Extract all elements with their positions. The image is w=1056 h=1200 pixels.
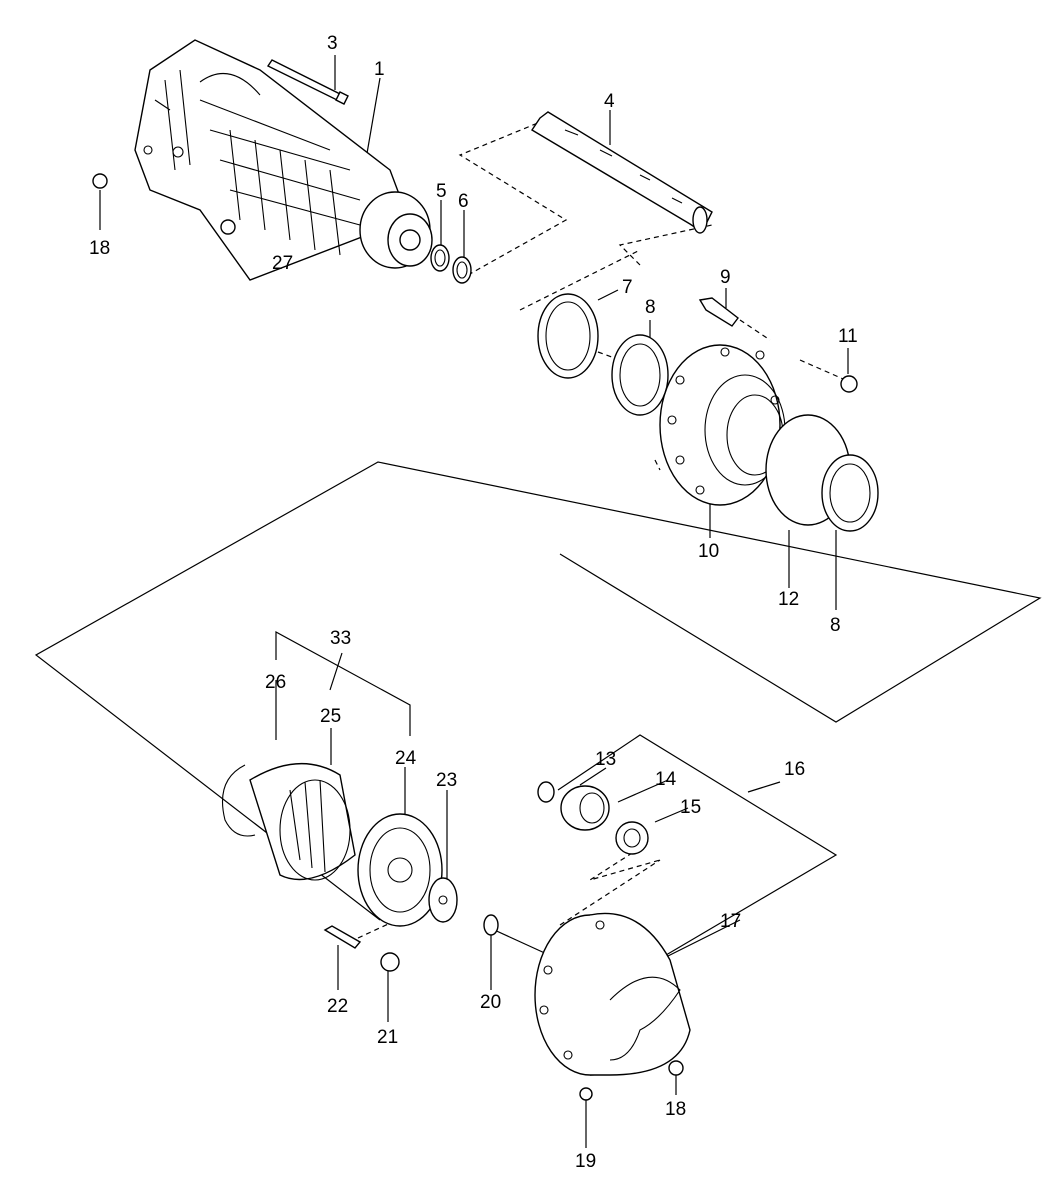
- nut-18-27-upper: [92, 173, 236, 235]
- planet-gear-14: [560, 785, 610, 831]
- callout-17: 17: [720, 911, 741, 932]
- callout-3: 3: [327, 33, 338, 54]
- wheel-hub-17: [534, 912, 691, 1076]
- axle-housing: [134, 39, 433, 281]
- bearing-8-lower: [821, 454, 879, 532]
- washer-20: [483, 914, 499, 936]
- callout-15: 15: [680, 797, 701, 818]
- nut-18-19-lower: [579, 1060, 684, 1101]
- nut-11: [840, 375, 858, 393]
- plate-23: [428, 877, 458, 923]
- snap-ring-26: [221, 764, 256, 837]
- bearing-15: [615, 821, 649, 855]
- callout-18-lower: 18: [665, 1099, 686, 1120]
- callout-6: 6: [458, 191, 469, 212]
- hub-10: [659, 344, 786, 506]
- callout-27: 27: [272, 253, 293, 274]
- ring-gear-25: [249, 762, 356, 881]
- callout-11: 11: [838, 326, 858, 347]
- nut-21: [380, 952, 400, 972]
- callout-labels: 1 3 4 5 6 7 8 9 10 11 12 8 18 27 33 26 2…: [89, 33, 858, 1172]
- drive-shaft: [531, 111, 713, 234]
- bolt-9: [698, 297, 739, 327]
- callout-9: 9: [720, 267, 731, 288]
- snap-ring-13: [537, 781, 555, 803]
- callout-8-lower: 8: [830, 615, 841, 636]
- callout-25: 25: [320, 706, 341, 727]
- seal-7: [537, 293, 599, 379]
- bolt-3: [266, 59, 349, 105]
- callout-10: 10: [698, 541, 719, 562]
- gear-24: [357, 813, 443, 927]
- callout-1: 1: [374, 59, 385, 80]
- callout-16: 16: [784, 759, 805, 780]
- callout-21: 21: [377, 1027, 398, 1048]
- callout-20: 20: [480, 992, 501, 1013]
- callout-12: 12: [778, 589, 799, 610]
- callout-23: 23: [436, 770, 457, 791]
- callout-19: 19: [575, 1151, 596, 1172]
- stud-22: [323, 925, 362, 949]
- callout-7: 7: [622, 277, 633, 298]
- callout-14: 14: [655, 769, 677, 790]
- dashed-assembly-lines: [357, 117, 861, 939]
- bearing-8-upper: [611, 334, 669, 416]
- callout-5: 5: [436, 181, 447, 202]
- callout-33: 33: [330, 628, 351, 649]
- ring-5-6: [430, 244, 472, 284]
- callout-13: 13: [595, 749, 616, 770]
- callout-22: 22: [327, 996, 348, 1017]
- callout-26: 26: [265, 672, 286, 693]
- callout-18-upper: 18: [89, 238, 110, 259]
- callout-4: 4: [604, 91, 615, 112]
- callout-24: 24: [395, 748, 417, 769]
- leader-lines: [34, 55, 1042, 1148]
- callout-8-upper: 8: [645, 297, 656, 318]
